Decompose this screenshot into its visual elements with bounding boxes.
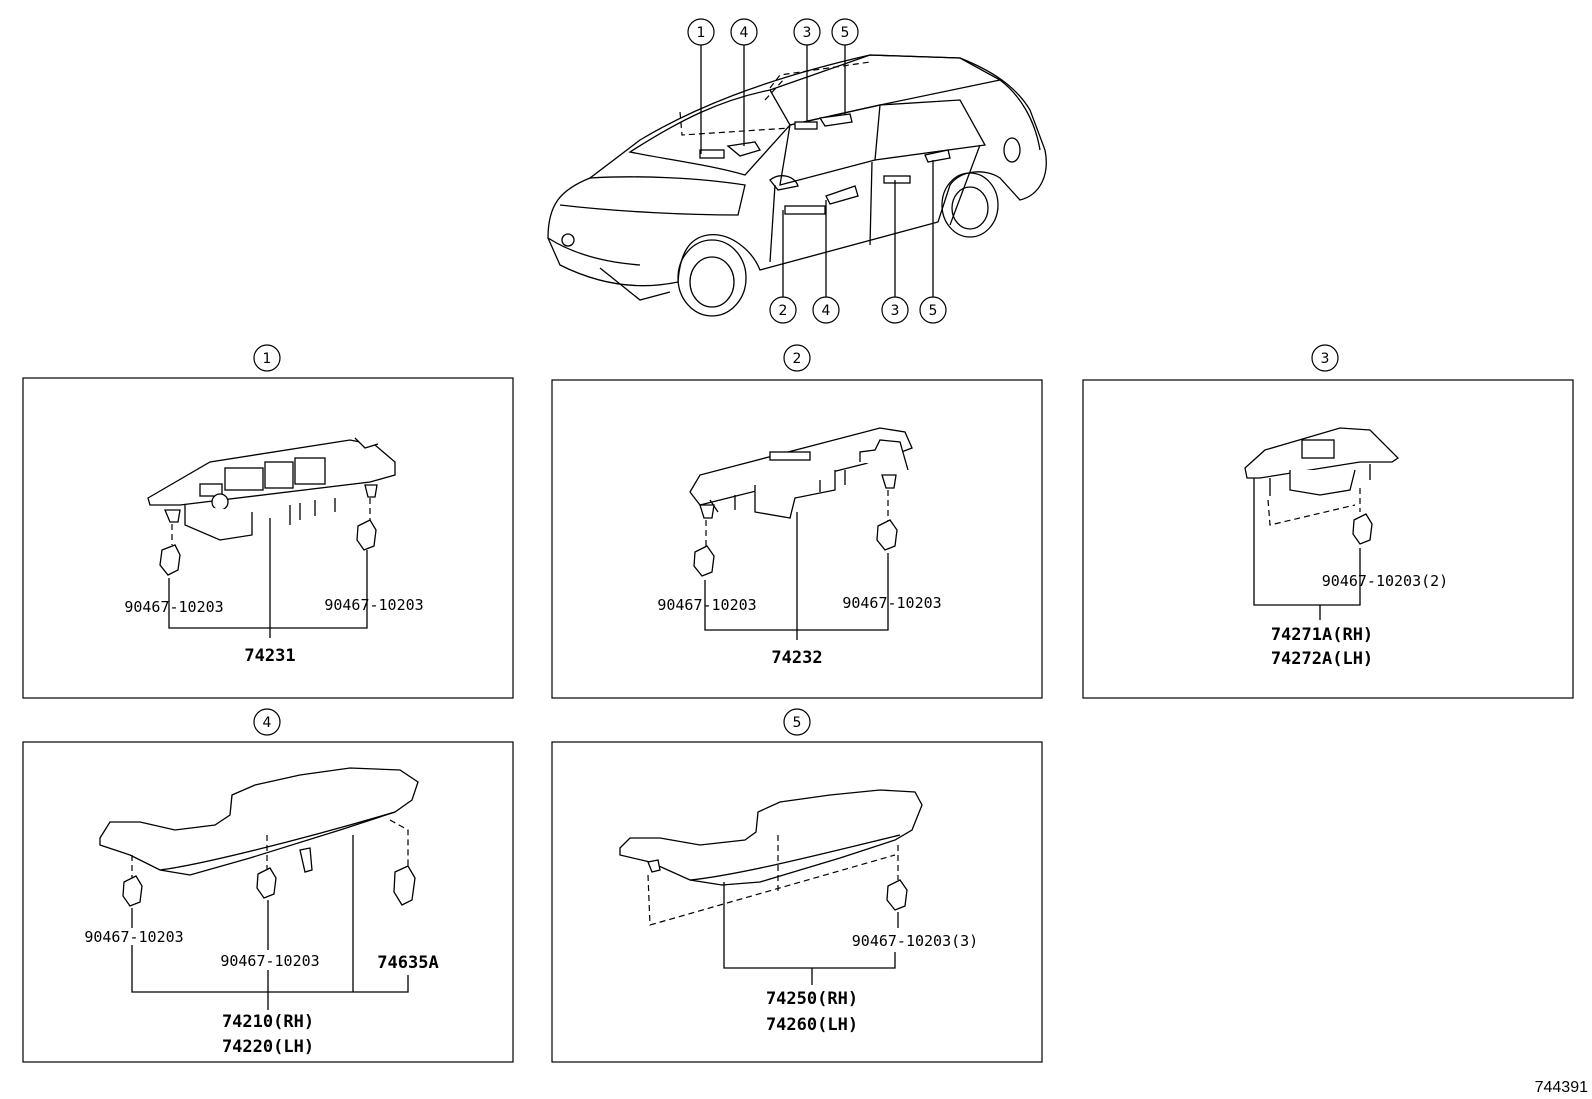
clip-right-icon: [876, 519, 898, 551]
panel-4-frame: [22, 741, 514, 1063]
clip-icon: [1352, 513, 1373, 545]
panel-5: 5 90467-10203(3) 74250(RH) 74260(LH): [551, 708, 1043, 1063]
clip-right-label: 90467-10203: [324, 596, 423, 614]
callout-bottom-4: 4: [812, 296, 840, 324]
svg-text:5: 5: [841, 25, 850, 41]
svg-text:4: 4: [263, 715, 272, 731]
clip-left-label: 90467-10203: [124, 598, 223, 616]
armrest-74210: [99, 767, 419, 876]
clip-left-label: 90467-10203: [84, 928, 183, 946]
part-number-rh-label: 74250(RH): [766, 989, 858, 1009]
clip-icon: [886, 879, 908, 911]
panel-5-frame: [551, 741, 1043, 1063]
callout-top-5: 5: [831, 18, 859, 46]
panel-4-callout: 4: [253, 708, 281, 736]
panel-1: 1 90467-10203 90467-10203 74231: [22, 344, 514, 699]
svg-text:2: 2: [779, 303, 788, 319]
svg-text:2: 2: [793, 351, 802, 367]
part-number-lh-label: 74220(LH): [222, 1037, 314, 1057]
panel-4: 4 90467-10203 90467-10203 74635A 74210(R…: [22, 708, 514, 1063]
clip-left-icon: [122, 875, 143, 907]
callout-bottom-3: 3: [881, 296, 909, 324]
svg-text:3: 3: [891, 303, 900, 319]
car-overview: 1 4 3 5 2 4 3 5: [547, 18, 1047, 324]
svg-text:4: 4: [822, 303, 831, 319]
part-number-rh-label: 74271A(RH): [1271, 625, 1373, 645]
svg-text:5: 5: [793, 715, 802, 731]
panel-2-callout: 2: [783, 344, 811, 372]
panel-1-callout: 1: [253, 344, 281, 372]
clip-left-icon: [693, 545, 715, 577]
armrest-74250: [619, 789, 923, 886]
clip-right-label: 90467-10203: [842, 594, 941, 612]
part-number-label: 74232: [771, 648, 822, 668]
clip-left-icon: [159, 544, 181, 576]
callout-top-4: 4: [730, 18, 758, 46]
part-number-rh-label: 74210(RH): [222, 1012, 314, 1032]
svg-text:4: 4: [740, 25, 749, 41]
figure-id: 744391: [1535, 1079, 1588, 1096]
clip-right-icon: [356, 519, 377, 551]
switch-panel-74271a: [1244, 427, 1400, 496]
svg-text:3: 3: [1321, 351, 1330, 367]
part-number-lh-label: 74272A(LH): [1271, 649, 1373, 669]
clip-label: 90467-10203(3): [852, 932, 978, 950]
svg-text:1: 1: [697, 25, 706, 41]
clip-right-label: 74635A: [377, 953, 438, 973]
callout-top-3: 3: [793, 18, 821, 46]
svg-text:5: 5: [929, 303, 938, 319]
svg-text:3: 3: [803, 25, 812, 41]
callout-top-1: 1: [687, 18, 715, 46]
part-number-lh-label: 74260(LH): [766, 1015, 858, 1035]
callout-bottom-2: 2: [769, 296, 797, 324]
panel-2-frame: [551, 379, 1043, 699]
clip-mid-label: 90467-10203: [220, 952, 319, 970]
clip-mid-icon: [256, 867, 277, 899]
panel-2: 2 90467-10203 90467-10203 74232: [551, 344, 1043, 699]
panel-3-callout: 3: [1311, 344, 1339, 372]
panel-5-callout: 5: [783, 708, 811, 736]
panel-1-frame: [22, 377, 514, 699]
master-switch-panel-74231: [147, 437, 396, 541]
svg-text:1: 1: [263, 351, 272, 367]
clip-right-icon: [393, 865, 416, 906]
callout-bottom-5: 5: [919, 296, 947, 324]
part-number-label: 74231: [244, 646, 295, 666]
clip-left-label: 90467-10203: [657, 596, 756, 614]
panel-3: 3 90467-10203(2) 74271A(RH) 74272A(LH): [1082, 344, 1574, 699]
clip-label: 90467-10203(2): [1322, 572, 1448, 590]
switch-panel-74232: [689, 427, 913, 519]
panel-3-frame: [1082, 379, 1574, 699]
